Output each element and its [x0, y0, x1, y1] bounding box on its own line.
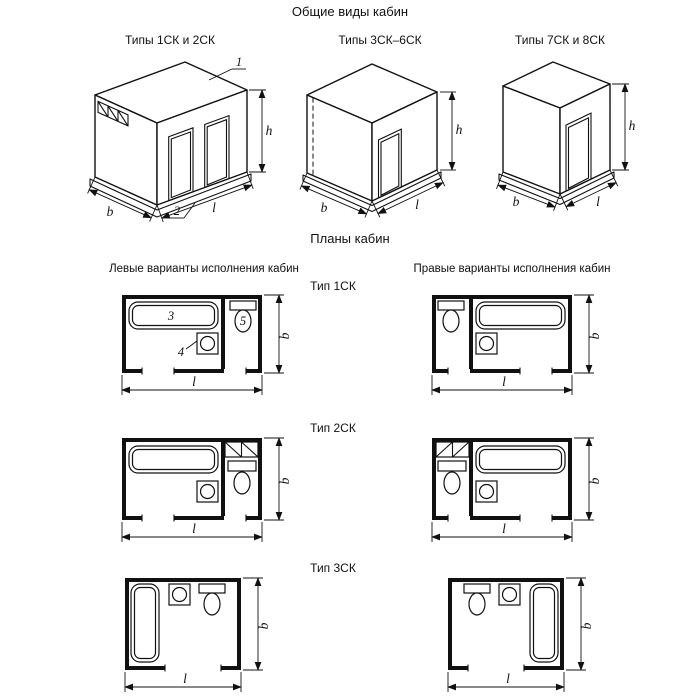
dimension-b: b	[299, 172, 373, 218]
plan-geometry-mirrored	[431, 294, 573, 376]
view3-label: Типы 7СК и 8СК	[515, 33, 605, 47]
dim-label-b: b	[513, 194, 520, 209]
view2-label: Типы 3СК–6СК	[338, 33, 421, 47]
callout-5: 5	[240, 314, 246, 328]
plan-type2-right	[431, 437, 602, 542]
right-column-header: Правые варианты исполнения кабин	[414, 263, 611, 275]
callout-1-leader	[208, 68, 233, 81]
section-general-views: Общие виды кабин Типы 1СК и 2СК 1	[87, 4, 636, 223]
dimension-l: l	[156, 171, 254, 223]
plan-geometry	[121, 294, 263, 376]
type1-label: Тип 1СК	[310, 279, 356, 293]
type2-label: Тип 2СК	[310, 421, 356, 435]
callout-2: 2	[174, 204, 180, 218]
dimension-l: l	[371, 169, 446, 218]
plan-geometry-mirrored	[447, 577, 565, 673]
plan-geometry-mirrored	[431, 437, 573, 523]
callout-4-leader	[185, 340, 198, 350]
callout-4: 4	[178, 345, 184, 359]
dimension-h: h	[612, 83, 636, 171]
section-plans: Планы кабин Левые варианты исполнения ка…	[109, 231, 610, 692]
dimension-l: l	[559, 169, 619, 211]
door-opening	[204, 114, 230, 189]
general-view-1: Типы 1СК и 2СК 1 2	[87, 33, 273, 223]
callout-3: 3	[167, 309, 174, 323]
dim-label-h: h	[456, 122, 463, 137]
dim-label-b: b	[107, 204, 114, 219]
door-frame	[206, 118, 228, 186]
plan-type1-left: 3 4 5	[121, 294, 292, 395]
door-frame	[567, 117, 590, 190]
general-view-2: Типы 3СК–6СК h b	[299, 33, 463, 218]
plans-title: Планы кабин	[310, 231, 389, 246]
dim-label-l: l	[212, 200, 216, 215]
general-view-3: Типы 7СК и 8СК h b	[496, 33, 636, 211]
dimension-b: b	[87, 176, 158, 222]
left-column-header: Левые варианты исполнения кабин	[109, 263, 299, 275]
plan-dims	[448, 578, 594, 692]
view1-label: Типы 1СК и 2СК	[125, 33, 215, 47]
dim-label-h: h	[266, 123, 273, 138]
plan-type3-right	[447, 577, 594, 692]
dimension-h: h	[249, 89, 273, 173]
dim-label-l: l	[415, 197, 419, 212]
vent-grille	[97, 100, 129, 127]
dim-label-h: h	[629, 118, 636, 133]
plan-type2-left	[121, 437, 292, 542]
plan-geometry	[121, 437, 263, 523]
dim-label-l: l	[596, 194, 600, 209]
dim-label-b: b	[321, 200, 328, 215]
callout-1: 1	[236, 55, 242, 69]
plan-type3-left	[124, 577, 271, 692]
dimension-b: b	[496, 171, 561, 211]
type3-label: Тип 3СК	[310, 561, 356, 575]
plan-geometry	[124, 577, 242, 673]
dimension-h: h	[440, 91, 463, 171]
plan-type1-right	[431, 294, 602, 395]
page-title: Общие виды кабин	[292, 4, 408, 19]
